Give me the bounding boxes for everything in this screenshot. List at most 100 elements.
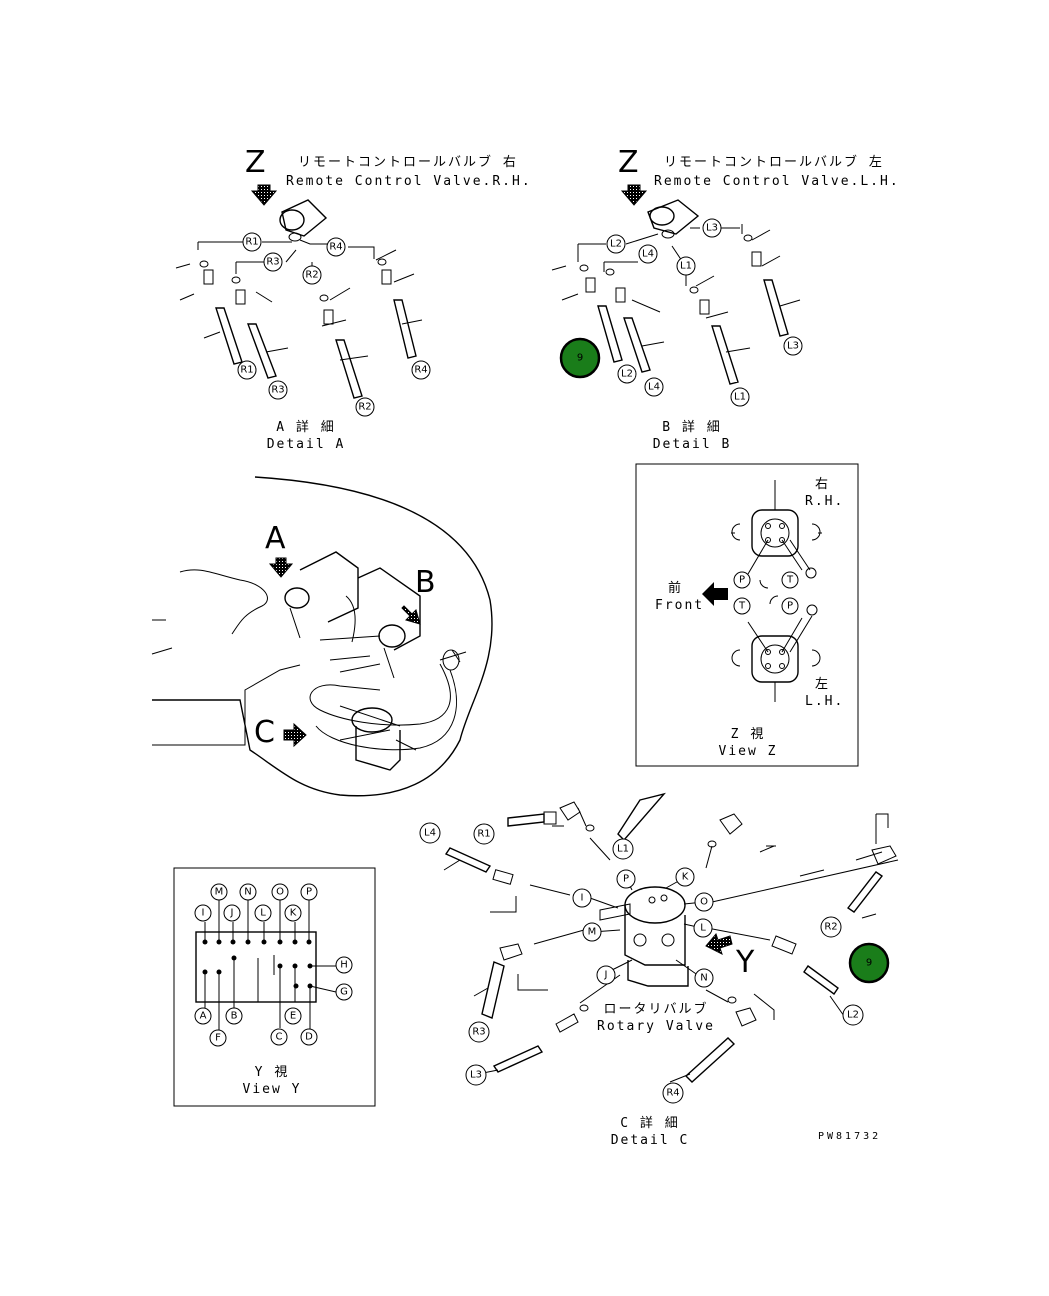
callout-l3-bottom: L3: [787, 341, 799, 352]
drawing-number: PW81732: [818, 1131, 881, 1142]
callout-l1: L1: [680, 261, 692, 272]
detail-a: Z リモートコントロールバルブ 右 Remote Control Valve.R…: [175, 145, 532, 452]
callout-r4-bottom: R4: [414, 365, 427, 376]
callout-l1-bottom: L1: [734, 392, 746, 403]
view-y-f: F: [215, 1033, 221, 1044]
rotary-port-l: L: [700, 923, 706, 934]
rotary-port-i: I: [581, 893, 584, 904]
view-y-caption-jp: Y 視: [255, 1065, 290, 1080]
callout-r1-bottom: R1: [240, 365, 253, 376]
detail-a-callouts: R1 R3 R4 R2 R1 R3 R4 R2: [237, 232, 431, 417]
rotary-valve-label-jp: ロータリバルブ: [603, 1001, 708, 1017]
view-y-a: A: [200, 1011, 207, 1022]
callout-r2-bottom: R2: [358, 402, 371, 413]
view-y-j: J: [230, 908, 234, 919]
rotary-port-o: O: [700, 897, 708, 908]
view-y-h: H: [340, 960, 348, 971]
view-y-o: O: [276, 887, 284, 898]
view-z-rh-en: R.H.: [805, 494, 844, 509]
overview-arrow-c: [283, 722, 307, 748]
view-y-b: B: [231, 1011, 238, 1022]
overview-drawing: A B C: [151, 476, 493, 797]
callout-l3: L3: [706, 223, 718, 234]
front-arrow-icon: [702, 582, 728, 606]
view-z-port-p-rh: P: [739, 575, 745, 586]
detail-a-arrow: [250, 184, 278, 206]
valve-rh-body: [279, 199, 328, 242]
callout-c-l3: L3: [470, 1070, 482, 1081]
overview-label-a: A: [265, 521, 286, 556]
detail-b-fittings: [579, 234, 789, 385]
view-y-m: M: [215, 887, 224, 898]
view-y-caption-en: View Y: [243, 1082, 302, 1097]
callout-r4: R4: [329, 242, 342, 253]
view-y-panel: M N O P I J L K H G A B C E D F Y 視 View…: [173, 867, 376, 1107]
detail-c-ports: P K O I L M J N: [572, 867, 714, 988]
callout-r3: R3: [266, 257, 279, 268]
view-z-port-t-lh: T: [738, 601, 746, 612]
detail-a-title-jp: リモートコントロールバルブ 右: [298, 154, 518, 170]
callout-l4: L4: [642, 249, 654, 260]
overview-arrow-a: [268, 557, 294, 578]
rotary-port-j: J: [604, 970, 608, 981]
detail-b-title-en: Remote Control Valve.L.H.: [654, 174, 900, 189]
overview-label-c: C: [254, 715, 275, 750]
callout-r3-bottom: R3: [271, 385, 284, 396]
view-y-e: E: [290, 1011, 296, 1022]
view-z-rh-jp: 右: [815, 477, 830, 492]
rotary-valve-body: [599, 886, 689, 987]
callout-l2: L2: [610, 239, 622, 250]
detail-a-view-letter: Z: [245, 145, 266, 180]
rotary-port-n: N: [700, 973, 707, 984]
rotary-port-p: P: [623, 874, 629, 885]
view-y-c: C: [276, 1032, 283, 1043]
detail-b-caption-en: Detail B: [653, 437, 732, 452]
rotary-port-k: K: [682, 872, 689, 883]
detail-a-caption-jp: A 詳 細: [276, 419, 335, 435]
callout-l2-bottom: L2: [621, 369, 633, 380]
callout-r2: R2: [305, 270, 318, 281]
detail-b-title-jp: リモートコントロールバルブ 左: [664, 154, 884, 170]
detail-c-callouts: L4 R1 L1 R2 L2 R3 L3 R4: [419, 822, 864, 1104]
detail-c-view-y-arrow: [705, 932, 733, 955]
marker-9-detail-c: 9: [848, 942, 890, 984]
callout-c-r2: R2: [824, 922, 837, 933]
view-z-caption-en: View Z: [719, 744, 778, 759]
detail-b-caption-jp: B 詳 細: [662, 419, 721, 435]
callout-c-r3: R3: [472, 1027, 485, 1038]
view-y-l: L: [260, 908, 266, 919]
view-z-caption-jp: Z 視: [731, 727, 766, 742]
detail-b-callouts: L3 L2 L4 L1 L2 L4 L1 L3: [606, 218, 803, 407]
detail-b-view-letter: Z: [618, 145, 639, 180]
callout-c-l4: L4: [424, 828, 436, 839]
detail-a-title-en: Remote Control Valve.R.H.: [286, 174, 532, 189]
callout-c-l2: L2: [847, 1010, 859, 1021]
view-z-panel: 右 R.H. P T T P 前 Front 左 L.H. Z 視 View Z: [635, 463, 859, 767]
detail-c: P K O I L M J N L4 R1 L1 R2 L2 R3 L3 R4 …: [419, 792, 899, 1148]
detail-c-hoses: [444, 792, 897, 1083]
callout-r1: R1: [245, 237, 258, 248]
detail-b-arrow: [620, 184, 648, 206]
view-z-front-jp: 前: [668, 580, 683, 596]
svg-text:9: 9: [866, 958, 872, 969]
callout-c-l1: L1: [617, 844, 629, 855]
detail-c-view-letter: Y: [735, 945, 755, 980]
view-z-front-en: Front: [655, 598, 704, 613]
rotary-valve-label-en: Rotary Valve: [597, 1019, 715, 1034]
view-y-i: I: [202, 908, 205, 919]
valve-lh-body: [647, 199, 700, 239]
detail-a-caption-en: Detail A: [267, 437, 346, 452]
detail-c-caption-jp: C 詳 細: [620, 1115, 679, 1131]
view-z-port-t-rh: T: [786, 575, 794, 586]
marker-9-detail-b: 9: [559, 337, 601, 379]
rotary-port-m: M: [588, 927, 597, 938]
view-y-k: K: [290, 908, 297, 919]
view-y-g: G: [340, 987, 348, 998]
view-z-lh-jp: 左: [815, 677, 830, 692]
view-z-lh-en: L.H.: [805, 694, 844, 709]
callout-c-r4: R4: [666, 1088, 679, 1099]
callout-c-r1: R1: [477, 829, 490, 840]
detail-b: Z リモートコントロールバルブ 左 Remote Control Valve.L…: [551, 145, 900, 452]
view-y-n: N: [244, 887, 251, 898]
